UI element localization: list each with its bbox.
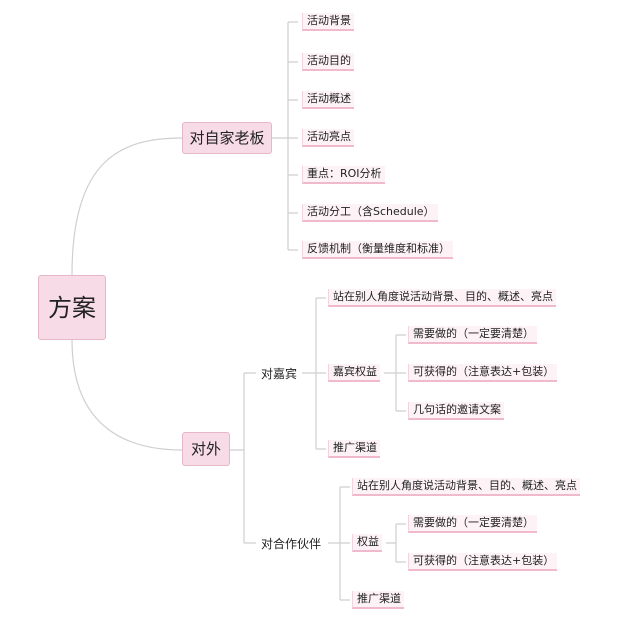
- guest-benefit-item[interactable]: 可获得的（注意表达+包装）: [408, 364, 558, 382]
- boss-item[interactable]: 活动背景: [302, 13, 354, 31]
- guest-benefit-item[interactable]: 需要做的（一定要清楚）: [408, 326, 537, 344]
- guest-perspective[interactable]: 站在别人角度说活动背景、目的、概述、亮点: [328, 289, 556, 307]
- partner-benefit-item[interactable]: 需要做的（一定要清楚）: [408, 515, 537, 533]
- boss-item[interactable]: 活动概述: [302, 91, 354, 109]
- partner-perspective[interactable]: 站在别人角度说活动背景、目的、概述、亮点: [352, 478, 580, 496]
- boss-item[interactable]: 活动目的: [302, 53, 354, 71]
- boss-item[interactable]: 重点：ROI分析: [302, 166, 385, 184]
- root-node[interactable]: 方案: [38, 275, 106, 340]
- node-external[interactable]: 对外: [182, 432, 230, 466]
- link-root-external: [71, 339, 183, 451]
- bracket-guests: [302, 297, 326, 450]
- node-partners[interactable]: 对合作伙伴: [261, 537, 322, 551]
- partner-benefit-item[interactable]: 可获得的（注意表达+包装）: [408, 553, 558, 571]
- partner-channel[interactable]: 推广渠道: [352, 591, 404, 609]
- bracket-guest-benefits: [384, 334, 406, 412]
- node-boss-label: 对自家老板: [189, 128, 265, 147]
- guest-channel[interactable]: 推广渠道: [328, 440, 380, 458]
- bracket-external: [230, 372, 256, 544]
- node-guests[interactable]: 对嘉宾: [261, 367, 298, 381]
- node-guest-benefits[interactable]: 嘉宾权益: [328, 364, 380, 382]
- node-boss[interactable]: 对自家老板: [182, 122, 272, 154]
- link-root-boss: [71, 137, 183, 276]
- bracket-partner-benefits: [386, 523, 406, 563]
- guest-benefit-item[interactable]: 几句话的邀请文案: [408, 402, 504, 420]
- boss-item[interactable]: 活动亮点: [302, 129, 354, 147]
- root-label: 方案: [48, 293, 96, 322]
- node-external-label: 对外: [190, 439, 221, 458]
- bracket-partners: [328, 486, 350, 601]
- boss-item[interactable]: 活动分工（含Schedule）: [302, 204, 438, 222]
- node-partner-benefits[interactable]: 权益: [352, 534, 382, 552]
- boss-item[interactable]: 反馈机制（衡量维度和标准）: [302, 241, 453, 259]
- bracket-boss: [272, 21, 298, 251]
